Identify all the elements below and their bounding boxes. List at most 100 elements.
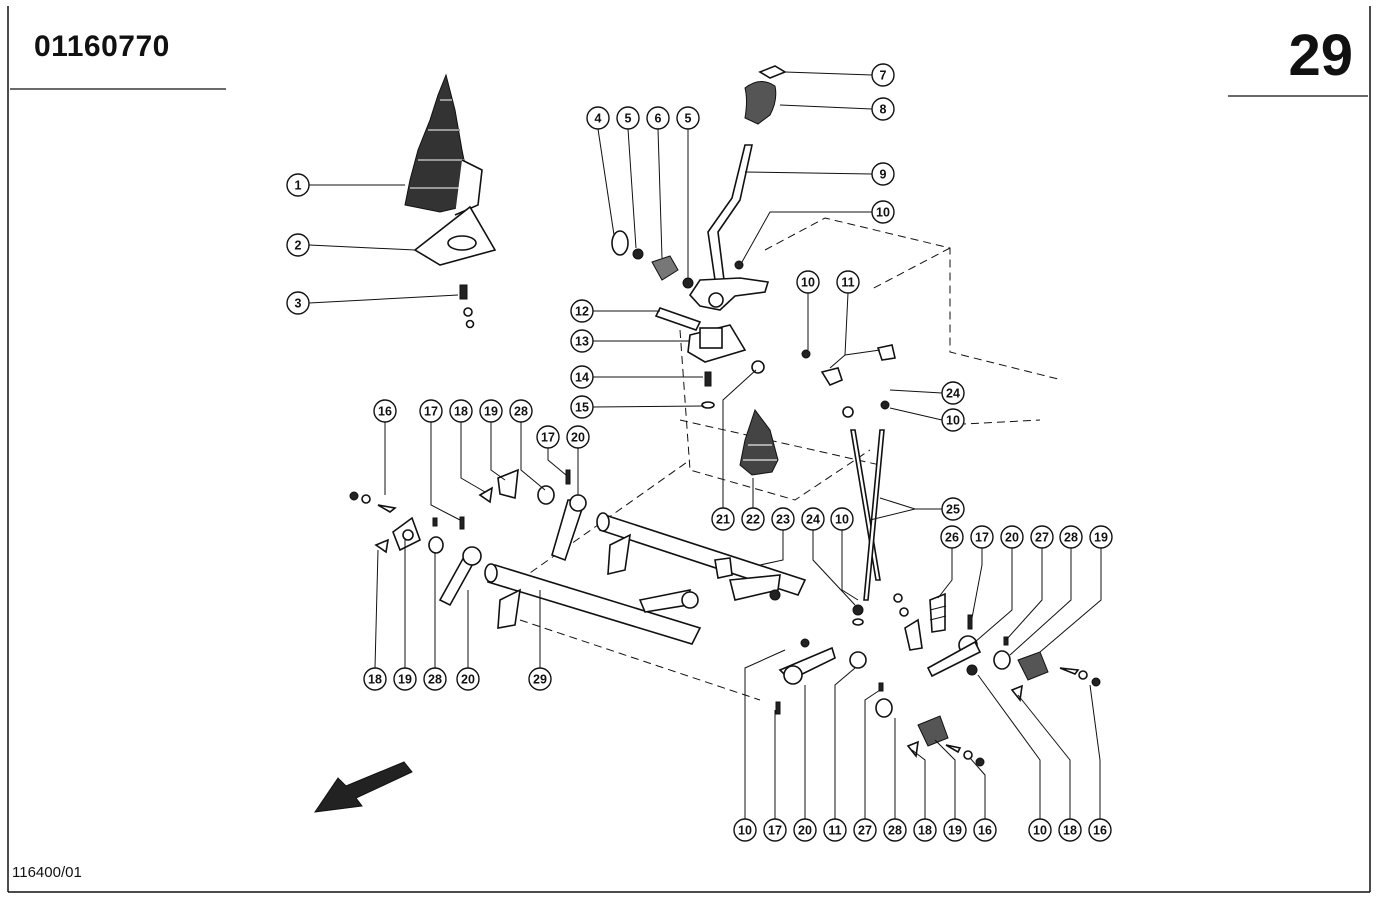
callout-2: 2: [286, 233, 310, 257]
callout-19: 19: [479, 399, 503, 423]
callout-24: 24: [941, 381, 965, 405]
callout-number: 15: [575, 401, 589, 415]
callout-16: 16: [1088, 818, 1112, 842]
callout-circle: [883, 818, 907, 842]
callout-number: 27: [858, 824, 872, 838]
callout-number: 20: [1005, 531, 1019, 545]
callout-number: 28: [1064, 531, 1078, 545]
leader-line: [1005, 548, 1043, 641]
callout-number: 28: [428, 673, 442, 687]
callout-11: 11: [836, 270, 860, 294]
callout-number: 2: [295, 239, 302, 253]
callout-circle: [423, 667, 447, 691]
callout-12: 12: [570, 299, 594, 323]
leader-line: [460, 422, 486, 493]
callout-number: 10: [801, 276, 815, 290]
callout-number: 16: [978, 824, 992, 838]
callout-circle: [286, 291, 310, 315]
leader-line: [1089, 684, 1101, 819]
callout-17: 17: [763, 818, 787, 842]
callout-28: 28: [1059, 525, 1083, 549]
selector-rods: [801, 344, 896, 601]
leader-line: [430, 422, 461, 521]
leader-line: [937, 548, 953, 599]
leader-line: [657, 128, 663, 259]
callout-number: 16: [378, 405, 392, 419]
callout-number: 10: [946, 414, 960, 428]
callout-16: 16: [373, 399, 397, 423]
callout-circle: [763, 818, 787, 842]
callout-circle: [456, 667, 480, 691]
callout-number: 22: [746, 513, 760, 527]
leader-line: [374, 549, 379, 669]
callout-16: 16: [973, 818, 997, 842]
callout-20: 20: [1000, 525, 1024, 549]
callout-circle: [836, 270, 860, 294]
callout-number: 1: [295, 179, 302, 193]
callout-18: 18: [913, 818, 937, 842]
callout-10: 10: [733, 818, 757, 842]
leader-line: [1039, 548, 1102, 653]
selector-shaft-right: [596, 512, 807, 601]
callout-10: 10: [941, 408, 965, 432]
callout-number: 24: [946, 387, 960, 401]
callout-circle: [871, 63, 895, 87]
callout-number: 19: [948, 824, 962, 838]
leader-line: [744, 171, 873, 175]
leader-line: [869, 497, 942, 521]
callout-10: 10: [871, 200, 895, 224]
leader-line: [547, 448, 567, 476]
callout-number: 26: [945, 531, 959, 545]
callout-19: 19: [1089, 525, 1113, 549]
leader-line: [597, 128, 615, 236]
callout-circle: [1058, 818, 1082, 842]
callout-circle: [741, 507, 765, 531]
selector-shaft-left: [484, 563, 702, 645]
callout-number: 29: [533, 673, 547, 687]
callout-15: 15: [570, 395, 594, 419]
callout-19: 19: [943, 818, 967, 842]
leader-line: [592, 405, 705, 408]
leader-line: [911, 749, 926, 819]
leader-line: [977, 674, 1041, 819]
callout-circle: [1059, 525, 1083, 549]
callout-number: 16: [1093, 824, 1107, 838]
callout-number: 8: [880, 103, 887, 117]
callout-circle: [646, 106, 670, 130]
callout-circle: [570, 365, 594, 389]
callout-22: 22: [741, 507, 765, 531]
callout-28: 28: [509, 399, 533, 423]
callout-8: 8: [871, 97, 895, 121]
callout-5: 5: [616, 106, 640, 130]
leader-line: [490, 422, 506, 481]
callout-10: 10: [830, 507, 854, 531]
callout-7: 7: [871, 63, 895, 87]
callout-9: 9: [871, 162, 895, 186]
callout-4: 4: [586, 106, 610, 130]
callout-circle: [393, 667, 417, 691]
lever-bracket: [654, 307, 765, 409]
callout-circle: [1030, 525, 1054, 549]
callout-number: 12: [575, 305, 589, 319]
callout-circle: [733, 818, 757, 842]
callout-circle: [570, 395, 594, 419]
leader-line: [520, 422, 546, 491]
callout-27: 27: [853, 818, 877, 842]
callout-number: 28: [514, 405, 528, 419]
callout-circle: [711, 507, 735, 531]
callout-circle: [536, 425, 560, 449]
plate-screws: [459, 284, 475, 329]
callout-20: 20: [566, 425, 590, 449]
callout-number: 18: [454, 405, 468, 419]
callout-number: 23: [776, 513, 790, 527]
callout-number: 21: [716, 513, 730, 527]
pivot-parts: [611, 230, 694, 289]
callout-20: 20: [456, 667, 480, 691]
callout-number: 20: [461, 673, 475, 687]
callout-number: 10: [738, 824, 752, 838]
callout-number: 17: [975, 531, 989, 545]
callout-circle: [796, 270, 820, 294]
callout-number: 10: [876, 206, 890, 220]
